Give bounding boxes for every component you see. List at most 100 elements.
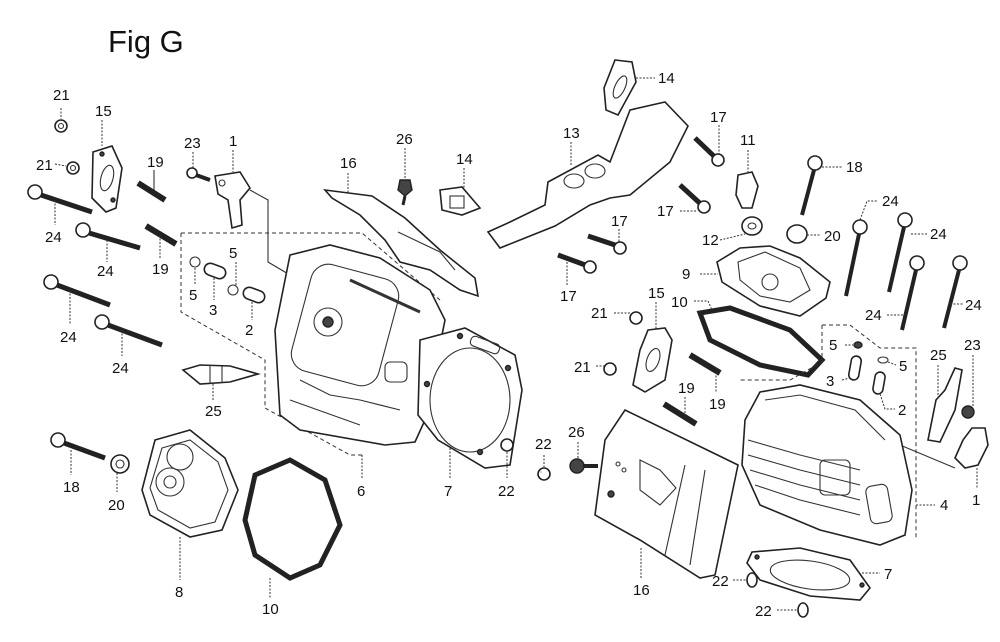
part-17-flange-bolt[interactable] [693,125,725,167]
callout-5: 5 [229,245,237,262]
part-16-head-shroud[interactable] [594,408,739,579]
part-1-bracket[interactable] [214,150,291,276]
part-23-bolt[interactable] [961,355,975,419]
callout-24: 24 [965,297,982,314]
callout-4: 4 [940,497,948,514]
assembly-boundary [180,233,365,456]
part-19-stud-bolt[interactable] [136,170,167,203]
part-7-head-gasket[interactable] [417,327,523,478]
callout-20: 20 [108,497,125,514]
part-9-rocker-cover[interactable] [700,245,831,317]
part-11-breather-cap[interactable] [735,150,759,209]
part-8-rocker-cover[interactable] [141,429,239,580]
part-3-spring[interactable] [841,355,863,381]
callout-6: 6 [357,483,365,500]
callout-19: 19 [152,261,169,278]
part-22-dowel-pin[interactable] [537,455,551,481]
callout-12: 12 [702,232,719,249]
part-17-flange-bolt[interactable] [678,183,711,214]
part-15-insulator-gasket[interactable] [632,302,673,393]
part-24-head-bolt[interactable] [94,314,163,356]
part-17-flange-bolt[interactable] [587,229,627,255]
part-21-flange-nut[interactable] [54,108,68,133]
part-26-screw[interactable] [569,442,598,474]
part-5-clip[interactable] [845,341,863,349]
callout-18: 18 [846,159,863,176]
callout-21: 21 [53,87,70,104]
part-2-spring[interactable] [872,371,895,410]
part-18-bolt[interactable] [800,155,842,216]
part-5-clip[interactable] [189,256,201,285]
part-13-intake-manifold[interactable] [486,101,689,249]
assembly-boundary [822,324,917,540]
part-6-cylinder-head[interactable] [274,244,446,478]
part-15-insulator-gasket[interactable] [91,120,123,213]
part-14-manifold-gasket[interactable] [439,168,482,216]
part-21-flange-nut[interactable] [596,362,617,376]
part-19-stud-bolt[interactable] [688,352,722,392]
callout-21: 21 [591,305,608,322]
callout-21: 21 [36,157,53,174]
callout-17: 17 [710,109,727,126]
part-2-spring[interactable] [242,286,267,320]
part-22-dowel-pin[interactable] [733,572,758,588]
part-10-cover-gasket[interactable] [242,457,343,598]
callout-14: 14 [456,151,473,168]
part-7-head-gasket[interactable] [746,547,880,601]
part-12-grommet[interactable] [719,216,763,241]
part-26-screw[interactable] [397,148,413,206]
part-18-bolt[interactable] [50,432,106,475]
part-1-bracket[interactable] [899,427,989,488]
callout-2: 2 [898,402,906,419]
part-25-spark-plug[interactable] [181,364,261,400]
part-24-head-bolt[interactable] [887,212,928,293]
part-20-washer-seal[interactable] [786,224,820,244]
part-14-manifold-gasket[interactable] [603,59,655,117]
callout-16: 16 [633,582,650,599]
callout-24: 24 [45,229,62,246]
part-5-clip[interactable] [877,356,897,366]
part-3-spring[interactable] [203,262,228,300]
part-16-head-shroud[interactable] [323,173,480,298]
part-24-head-bolt[interactable] [887,255,925,331]
part-19-stud-bolt[interactable] [144,223,178,258]
part-24-head-bolt[interactable] [27,184,93,225]
part-17-flange-bolt[interactable] [557,252,597,286]
part-24-head-bolt[interactable] [43,274,111,325]
callout-5: 5 [829,337,837,354]
part-24-head-bolt[interactable] [844,200,878,297]
callout-2: 2 [245,322,253,339]
part-20-washer-seal[interactable] [110,454,130,492]
figure-title: Fig G [108,24,184,59]
part-24-head-bolt[interactable] [75,222,141,262]
callout-13: 13 [563,125,580,142]
callout-26: 26 [568,424,585,441]
part-21-flange-nut[interactable] [54,161,80,175]
callout-1: 1 [972,492,980,509]
callout-16: 16 [340,155,357,172]
callout-3: 3 [209,302,217,319]
part-19-stud-bolt[interactable] [662,397,698,427]
callout-7: 7 [444,483,452,500]
part-22-dowel-pin[interactable] [777,602,809,618]
callout-24: 24 [112,360,129,377]
callout-8: 8 [175,584,183,601]
callout-25: 25 [205,403,222,420]
part-4-cylinder-head[interactable] [741,384,935,546]
callout-15: 15 [95,103,112,120]
part-5-clip[interactable] [227,262,239,296]
part-24-head-bolt[interactable] [942,255,968,329]
part-23-bolt[interactable] [186,152,211,182]
callout-11: 11 [740,132,756,149]
callout-9: 9 [682,266,690,283]
part-22-dowel-pin[interactable] [500,438,514,478]
part-21-flange-nut[interactable] [614,311,643,325]
callout-3: 3 [826,373,834,390]
callout-17: 17 [611,213,628,230]
part-10-cover-gasket[interactable] [694,300,826,378]
part-25-spark-plug[interactable] [927,365,963,443]
callout-22: 22 [755,603,772,620]
callout-18: 18 [63,479,80,496]
callout-25: 25 [930,347,947,364]
